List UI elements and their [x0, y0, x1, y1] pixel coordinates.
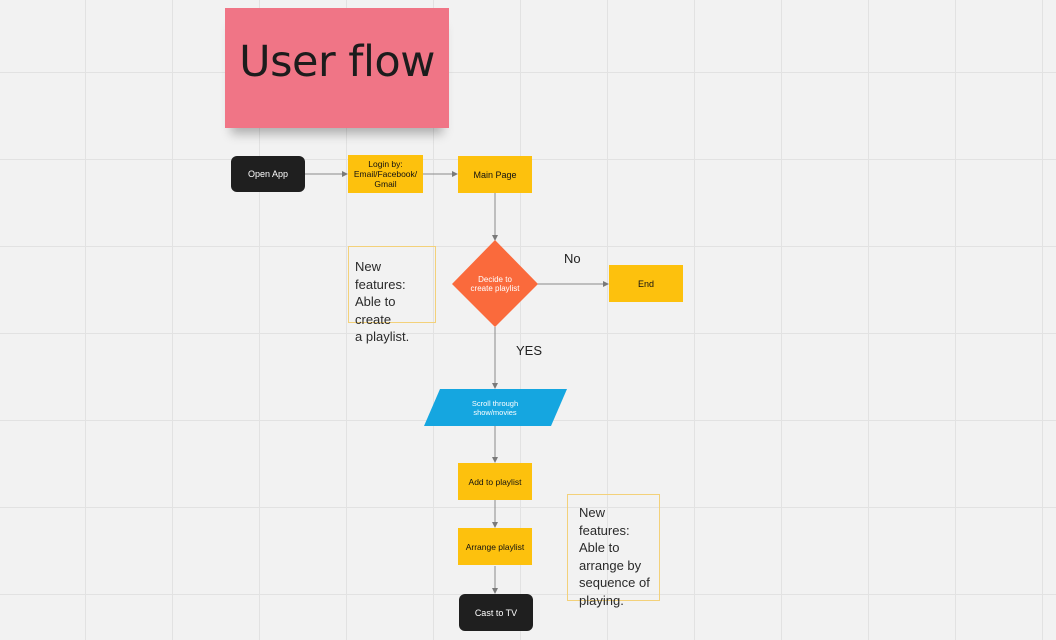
scroll-parallelogram	[424, 389, 567, 426]
note1-line: Able to create	[355, 294, 396, 327]
open-app-label: Open App	[247, 169, 289, 179]
note2-line: New features:	[579, 505, 630, 538]
arrange-playlist-node[interactable]: Arrange playlist	[458, 528, 532, 565]
add-playlist-node[interactable]: Add to playlist	[458, 463, 532, 500]
feature-note-playlist[interactable]: New features: Able to create a playlist.	[348, 246, 436, 344]
scroll-label: Scroll through show/movies	[471, 398, 519, 417]
open-app-node[interactable]: Open App	[231, 156, 305, 192]
scroll-node[interactable]: Scroll through show/movies	[455, 389, 535, 426]
edge-label-yes: YES	[516, 343, 543, 358]
add-playlist-label: Add to playlist	[468, 476, 522, 487]
decide-label: Decide to create playlist	[470, 274, 520, 294]
note1-line: New features:	[355, 259, 406, 292]
decision-diamond	[452, 240, 538, 327]
cast-tv-label: Cast to TV	[474, 607, 518, 618]
note2-line: sequence of	[579, 575, 650, 590]
note1-line: a playlist.	[355, 329, 410, 344]
main-page-node[interactable]: Main Page	[458, 156, 532, 193]
note2-line: playing.	[579, 592, 624, 608]
note2-line: Able to	[579, 540, 620, 555]
title-sticky-note[interactable]: User flow	[225, 8, 449, 128]
end-label: End	[637, 278, 654, 289]
cast-tv-node[interactable]: Cast to TV	[459, 594, 533, 631]
arrange-playlist-label: Arrange playlist	[465, 541, 525, 552]
edge-label-no: No	[564, 251, 581, 266]
decide-node[interactable]: Decide to create playlist	[466, 262, 524, 306]
main-page-label: Main Page	[473, 169, 517, 180]
login-node[interactable]: Login by: Email/Facebook/ Gmail	[348, 155, 423, 193]
login-label: Login by: Email/Facebook/ Gmail	[353, 159, 418, 189]
end-node[interactable]: End	[609, 265, 683, 302]
note2-line: arrange by	[579, 557, 642, 573]
diagram-title: User flow	[239, 37, 435, 87]
feature-note-arrange[interactable]: New features: Able to arrange by sequenc…	[567, 494, 660, 608]
